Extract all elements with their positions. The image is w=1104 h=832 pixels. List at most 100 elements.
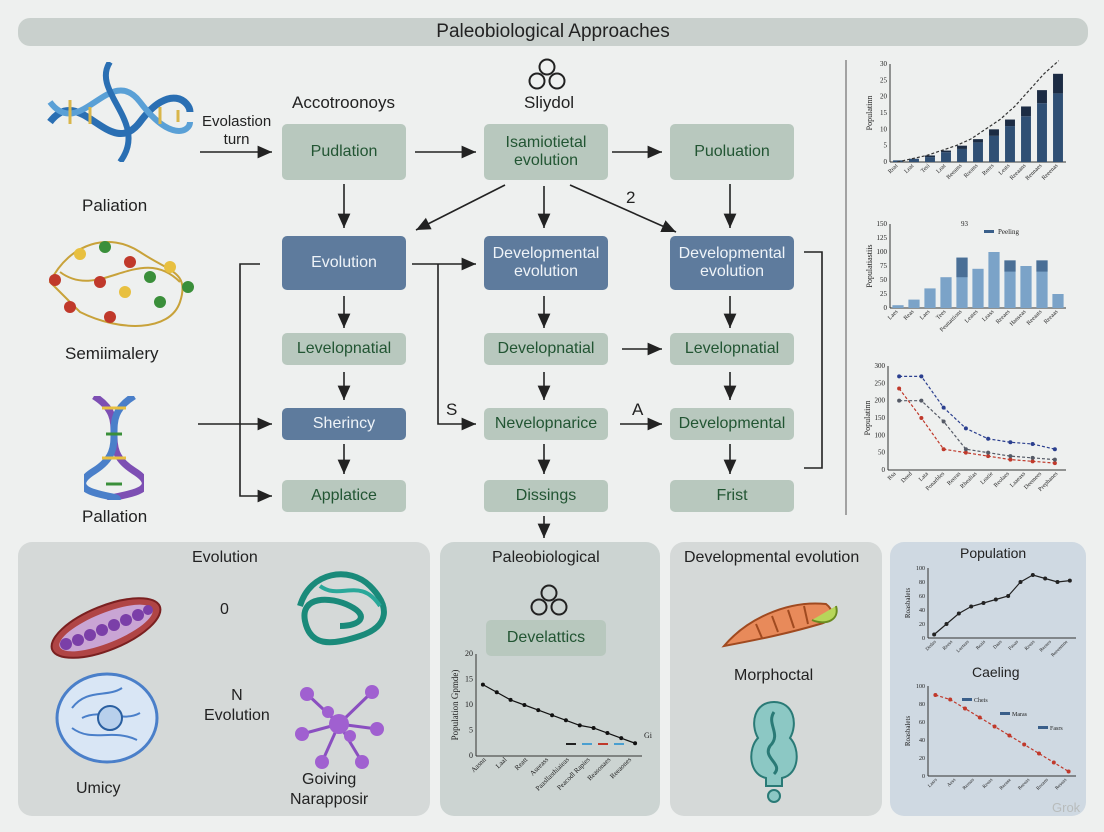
series-line-2-point [897, 398, 902, 403]
node-applatice[interactable]: Applatice [282, 480, 406, 512]
node-developnatial[interactable]: Developnatial [484, 333, 608, 365]
y-axis-label: Populatinn [865, 96, 874, 131]
bar [941, 152, 951, 162]
series-line [482, 684, 636, 744]
series-line-point [1043, 576, 1048, 581]
series-line-point [1055, 580, 1060, 584]
y-tick-label: 200 [875, 397, 886, 405]
x-tick-label: Reasonaes [586, 756, 613, 783]
series-line-point [591, 725, 596, 730]
node-isamiotietal-evolution[interactable]: Isamiotietal evolution [484, 124, 608, 180]
legend-label: Maras [1012, 712, 1028, 718]
series-line-point [933, 693, 938, 697]
series-line-point [1022, 742, 1027, 747]
three-circles-icon [530, 584, 568, 616]
legend-swatch [962, 698, 972, 701]
series-line-1-point [897, 386, 902, 391]
y-tick-label: 150 [877, 220, 888, 228]
series-line-point [480, 682, 485, 687]
node-develattics[interactable]: Develattics [486, 620, 606, 656]
y-tick-label: 5 [469, 726, 473, 735]
x-tick-label: Reais [976, 640, 987, 651]
series-line-1 [898, 388, 1055, 464]
y-tick-label: 20 [465, 649, 473, 658]
x-tick-label: Reeaones [608, 756, 633, 781]
series-line-point [1007, 733, 1012, 738]
node-evolution[interactable]: Evolution [282, 236, 406, 290]
bar [893, 160, 903, 162]
x-tick-label: Leeteas [956, 640, 970, 654]
node-puoluation[interactable]: Puoluation [670, 124, 794, 180]
x-tick-label: Reeaas [1043, 309, 1060, 326]
x-tick-label: Reeenas [1041, 163, 1060, 182]
label-a: A [632, 400, 644, 419]
x-tick-label: Reolaes [993, 471, 1011, 489]
series-line-1-point [941, 447, 946, 452]
bar [924, 288, 936, 308]
y-tick-label: 0 [469, 751, 473, 760]
x-tick-label: Tees [935, 309, 947, 321]
series-line-2-point [1030, 455, 1035, 460]
cell-icon [55, 672, 159, 764]
series-line-point [1066, 769, 1071, 774]
series-line-1-point [919, 416, 924, 420]
panel-evolution-goiving: Goiving Narapposir [290, 771, 369, 808]
x-tick-label: Lasrs [927, 778, 938, 789]
y-tick-label: 25 [880, 290, 888, 298]
x-tick-label: Rhealias [960, 471, 979, 490]
bar [908, 299, 920, 308]
y-tick-label: 15 [880, 109, 888, 117]
legend-swatch [1038, 726, 1048, 729]
x-tick-label: Reease [999, 777, 1013, 791]
series-line-2-point [986, 450, 991, 455]
series-line-point [944, 622, 949, 626]
x-tick-label: Reeans [1036, 778, 1050, 792]
series-line-point [992, 724, 997, 729]
series-line-0-point [897, 374, 902, 379]
node-nevelopnarice[interactable]: Nevelopnarice [484, 408, 608, 440]
node-frist[interactable]: Frist [670, 480, 794, 512]
bar [892, 305, 904, 308]
bar [940, 277, 952, 308]
node-developmental[interactable]: Developmental [670, 408, 794, 440]
icon-label-semiimalery: Semiimalery [65, 344, 159, 363]
x-tick-label: Laal [494, 756, 508, 770]
annotation-label: Gi [644, 731, 653, 740]
series-line-1-point [963, 450, 968, 455]
series-line-point [550, 713, 555, 718]
y-axis-label: Populatiastiis [865, 244, 874, 287]
node-sherincy[interactable]: Sherincy [282, 408, 406, 440]
bar [988, 252, 1000, 308]
series-line-point [993, 597, 998, 602]
y-tick-label: 0 [884, 158, 888, 166]
x-tick-label: Reeeas [1018, 778, 1032, 792]
mitochondrion-icon [50, 597, 162, 659]
x-tick-label: Reeams [946, 163, 964, 181]
x-tick-label: Reeas [982, 778, 994, 790]
node-dissings[interactable]: Dissings [484, 480, 608, 512]
series-line-point [1018, 580, 1023, 584]
x-tick-label: Reeaats [1026, 309, 1044, 327]
series-line-0-point [941, 405, 946, 410]
node-levelopnatial-2[interactable]: Levelopnatial [670, 333, 794, 365]
series-line [935, 694, 1069, 773]
node-developmental-evolution-1[interactable]: Developmental evolution [484, 236, 608, 290]
icon-label-paliation: Paliation [82, 196, 148, 215]
bar [1037, 103, 1047, 162]
node-developmental-evolution-2[interactable]: Developmental evolution [670, 236, 794, 290]
icon-label-pallation: Pallation [82, 507, 148, 526]
y-tick-label: 100 [916, 566, 925, 572]
y-tick-label: 40 [919, 608, 925, 614]
node-levelopnatial-1[interactable]: Levelopnatial [282, 333, 406, 365]
y-tick-label: 60 [919, 594, 925, 600]
y-tick-label: 80 [919, 580, 925, 586]
y-tick-label: 25 [880, 76, 888, 84]
node-pudlation[interactable]: Pudlation [282, 124, 406, 180]
series-line-point [969, 604, 974, 609]
x-tick-label: Reesas [962, 778, 975, 791]
series-line-point [508, 697, 513, 702]
bar-highlight [1004, 260, 1016, 272]
